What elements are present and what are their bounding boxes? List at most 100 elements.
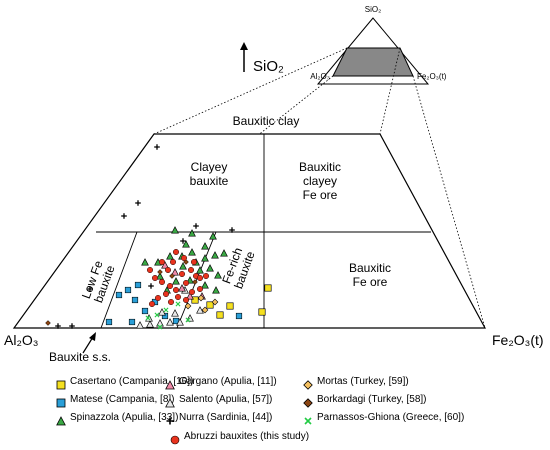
label-bauxitic-clay: Bauxitic clay [233,114,300,128]
point-triangle [201,254,209,262]
point-triangle [161,261,169,269]
point-plus [229,227,235,233]
point-plus [135,200,141,206]
point-square [141,307,149,315]
point-circle [196,285,204,293]
point-diamond [211,298,219,306]
inset-triangle: SiO₂ Al₂O₃ Fe₂O₃(t) [310,5,447,85]
point-plus [148,283,154,289]
point-circle [151,274,159,282]
point-square [264,284,272,292]
point-circle [182,296,190,304]
point-triangle [206,264,214,272]
point-triangle [176,318,184,326]
point-circle [180,254,188,262]
point-triangle [158,308,166,316]
point-circle [172,286,180,294]
point-circle [154,294,162,302]
point-square [206,301,214,309]
point-circle [158,278,166,286]
point-circle [162,290,170,298]
point-square [161,312,169,320]
point-triangle [214,271,222,279]
point-triangle [178,284,186,292]
point-triangle [171,226,179,234]
point-square [258,308,266,316]
point-circle [190,258,198,266]
point-square [235,312,243,320]
point-diamond [157,269,163,275]
point-plus [180,238,186,244]
bauxite-ss-pointer: Bauxite s.s. [49,332,111,364]
inset-apex-sio2: SiO₂ [365,5,381,14]
apex-al2o3: Al₂O₃ [4,332,38,348]
point-cross [145,315,151,321]
point-triangle [209,232,217,240]
point-square [131,296,139,304]
point-circle [172,248,180,256]
label-bfo-1: Bauxitic [349,261,391,275]
point-square [124,286,132,294]
point-plus [154,144,160,150]
point-triangle [171,309,179,317]
point-triangle [201,281,209,289]
point-triangle [166,318,174,326]
point-circle [158,258,166,266]
point-triangle [212,286,220,294]
sio2-arrow: SiO₂ [240,42,284,75]
point-cross [154,312,160,318]
label-bfo-2: Fe ore [353,275,388,289]
point-cross [163,307,169,313]
sio2-arrow-label: SiO₂ [253,58,284,75]
point-triangle [141,258,149,266]
label-bcfo-3: Fe ore [303,188,338,202]
inset-zoom-region [332,47,414,77]
point-plus [121,213,127,219]
point-circle [174,293,182,301]
point-square [191,296,199,304]
point-circle [188,288,196,296]
apex-fe2o3: Fe₂O₃(t) [492,332,544,348]
point-plus [55,323,61,329]
point-triangle [136,321,144,329]
point-triangle [171,268,179,276]
point-circle [146,266,154,274]
point-triangle [201,242,209,250]
point-triangle [186,292,194,300]
point-diamond [197,294,205,302]
point-circle [148,300,156,308]
point-triangle [220,249,228,257]
point-diamond [169,273,175,279]
point-circle [167,298,175,306]
point-square [115,291,123,299]
point-diamond [201,306,209,314]
inset-apex-fe2o3: Fe₂O₃(t) [417,72,447,81]
point-diamond [192,279,198,285]
label-clayey-bauxite-2: bauxite [190,174,229,188]
divider-low-fe [100,231,138,329]
main-trapezoid [12,133,487,329]
point-cross [185,317,191,323]
point-square [105,318,113,326]
point-triangle [211,251,219,259]
point-cross [175,301,181,307]
point-square [134,281,142,289]
label-clayey-bauxite-1: Clayey [191,160,228,174]
point-circle [196,274,204,282]
point-triangle [196,266,204,274]
point-square [128,318,136,326]
point-plus [87,286,93,292]
point-plus [69,323,75,329]
divider-fe-rich [176,231,217,329]
point-triangle [179,262,187,270]
point-circle [187,266,195,274]
point-triangle [166,252,174,260]
point-triangle [188,229,196,237]
point-circle [202,272,210,280]
label-bcfo-1: Bauxitic [299,160,341,174]
point-plus [193,223,199,229]
point-triangle [188,248,196,256]
point-circle [169,258,177,266]
point-triangle [172,277,180,285]
